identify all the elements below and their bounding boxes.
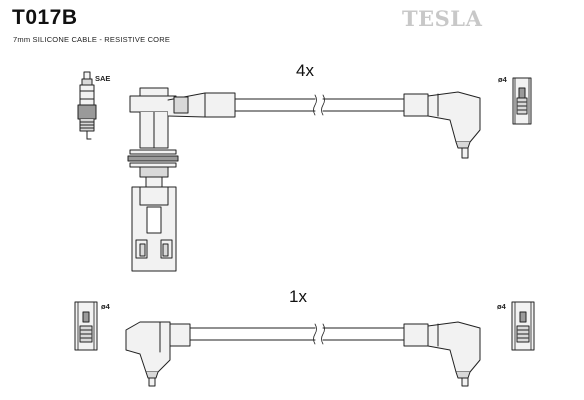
angled-boot-bottom-left — [125, 321, 191, 387]
quantity-top: 4x — [296, 61, 314, 80]
diameter-label-bottom-right: ø4 — [497, 302, 506, 311]
terminal-bottom-left — [74, 301, 98, 351]
plug-boot-left-top — [129, 87, 236, 149]
lead-end-boot-bottom — [131, 186, 177, 272]
terminal-bottom-right — [511, 301, 535, 351]
terminal-top-right — [512, 77, 532, 125]
brand-logo: TESLA — [402, 6, 483, 31]
sae-label: SAE — [95, 74, 111, 83]
cable-top — [234, 94, 405, 116]
angled-boot-bottom-right — [403, 321, 481, 387]
diameter-label-bottom-left: ø4 — [101, 302, 110, 311]
quantity-bottom: 1x — [289, 287, 307, 306]
diameter-label-top-right: ø4 — [498, 75, 507, 84]
angled-boot-top-right — [403, 91, 481, 159]
boot-collar — [127, 149, 179, 188]
cable-bottom — [189, 323, 405, 345]
spark-plug-icon — [77, 71, 97, 140]
part-number: T017B — [12, 6, 78, 29]
cable-spec: 7mm SILICONE CABLE - RESISTIVE CORE — [13, 35, 171, 44]
